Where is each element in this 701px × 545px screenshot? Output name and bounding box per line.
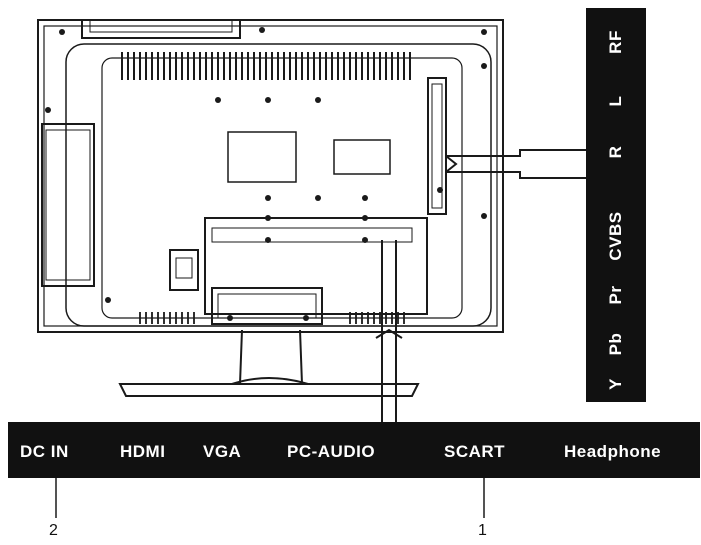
callout-right: 1	[478, 522, 487, 539]
stand-neck	[239, 329, 303, 385]
bottom-label-hdmi: HDMI	[120, 442, 166, 461]
left-side-panel	[41, 123, 95, 287]
top-bracket	[81, 19, 241, 39]
top-vents	[121, 52, 411, 80]
bottom-label-vga: VGA	[203, 442, 242, 461]
vesa-panel-right	[333, 139, 391, 175]
side-input-panel: RF L R CVBS Pr Pb Y	[586, 8, 646, 402]
vesa-panel-left	[227, 131, 297, 183]
right-connector-column	[427, 77, 447, 215]
callout-left: 2	[49, 522, 58, 539]
bottom-vents	[139, 312, 405, 324]
bottom-label-pc-audio: PC-AUDIO	[287, 442, 376, 461]
stand-base	[118, 383, 420, 397]
screw-holes	[45, 27, 487, 321]
bottom-label-headphone: Headphone	[564, 442, 662, 461]
power-socket	[169, 249, 199, 291]
tv-outer-frame	[37, 19, 504, 333]
bottom-label-dc-in: DC IN	[20, 442, 69, 461]
bottom-label-scart: SCART	[444, 442, 506, 461]
bottom-input-panel: DC IN HDMI VGA PC-AUDIO SCART Headphone	[8, 422, 700, 478]
bottom-connector-block	[211, 287, 323, 325]
